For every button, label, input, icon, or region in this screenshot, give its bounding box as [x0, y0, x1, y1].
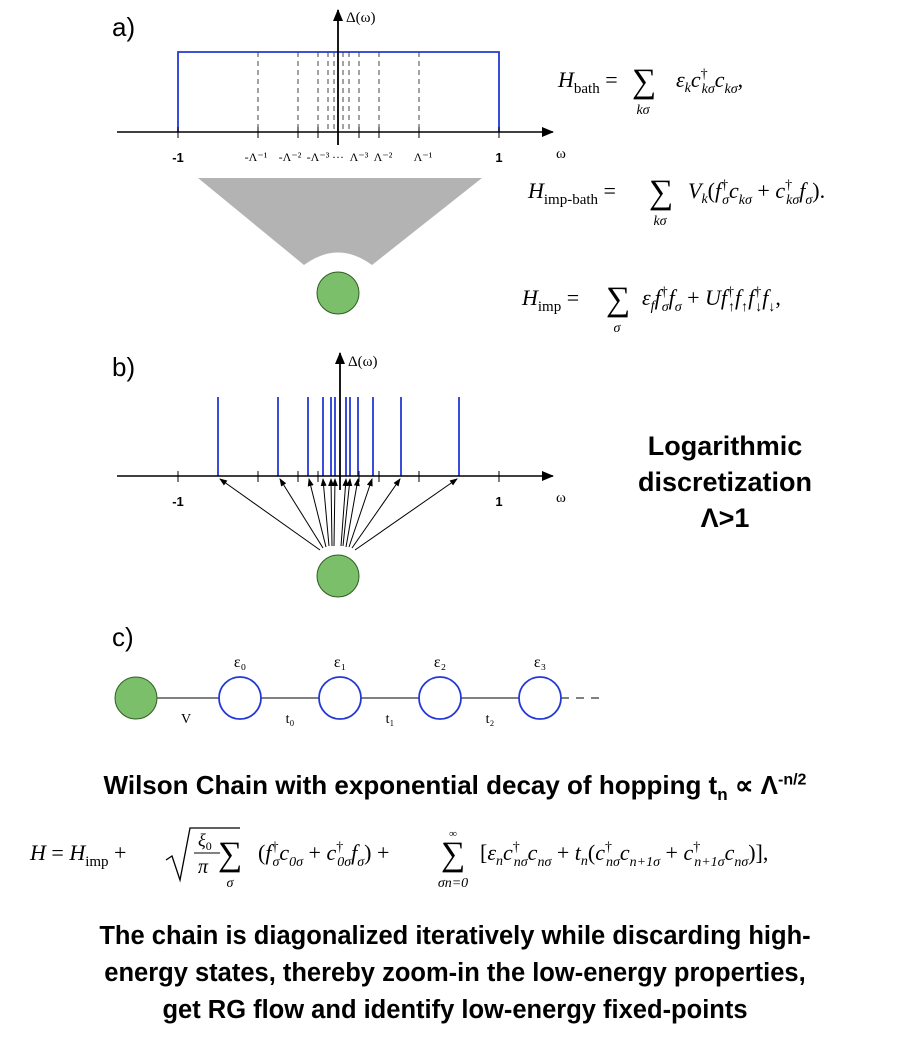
- panel-b-x-label: ω: [556, 490, 566, 506]
- panel-a: a) Δ(ω): [112, 9, 566, 315]
- chain-site-1: [318, 676, 362, 720]
- chain-site-2: [418, 676, 462, 720]
- panel-b: b) Δ(ω): [112, 352, 566, 598]
- svg-text:∑: ∑: [632, 63, 656, 100]
- svg-text:Himp-bath =: Himp-bath =: [527, 178, 616, 208]
- panel-b-tick-1: 1: [495, 494, 502, 509]
- wilson-exponent: -n/2: [777, 771, 807, 789]
- bond-label-v: V: [181, 712, 191, 727]
- panel-a-tick-labels: -1 -Λ⁻¹ -Λ⁻² -Λ⁻³ ··· Λ⁻³ Λ⁻² Λ⁻¹ 1: [172, 150, 502, 165]
- panel-a-y-label: Δ(ω): [346, 10, 376, 26]
- svg-text:∑: ∑: [606, 281, 630, 318]
- impurity-site-b: [316, 554, 360, 598]
- tick-label-minus-lambda-1: -Λ⁻¹: [245, 150, 268, 164]
- conclusion-text: The chain is diagonalized iteratively wh…: [0, 918, 910, 1029]
- eq-h-bath: Hbath = ∑ kσ εkc†kσckσ,: [557, 63, 743, 118]
- tick-label-minus-1: -1: [172, 150, 184, 165]
- svg-text:σ: σ: [614, 321, 622, 336]
- bond-label-t1: t₁: [386, 712, 395, 727]
- tick-label-lambda-1: Λ⁻¹: [414, 150, 433, 164]
- panel-b-y-label: Δ(ω): [348, 354, 378, 370]
- hamiltonian-equations: Hbath = ∑ kσ εkc†kσckσ, Himp-bath = ∑ kσ…: [521, 63, 825, 336]
- wilson-chain-caption: Wilson Chain with exponential decay of h…: [0, 770, 910, 805]
- svg-text:εkc†kσckσ,: εkc†kσckσ,: [676, 67, 743, 97]
- panel-b-label: b): [112, 352, 135, 382]
- site-label-2: ε₂: [434, 654, 446, 671]
- conclusion-line2: energy states, thereby zoom-in the low-e…: [104, 959, 806, 987]
- svg-text:ξ0: ξ0: [198, 830, 212, 853]
- tick-label-minus-lambda-3: -Λ⁻³: [307, 150, 330, 164]
- svg-text:Hbath =: Hbath =: [557, 67, 618, 97]
- wilson-text: Wilson Chain with exponential decay of h…: [103, 770, 718, 800]
- svg-text:[εnc†nσcnσ + tn(c†nσcn+1σ + c†: [εnc†nσcnσ + tn(c†nσcn+1σ + c†n+1σcnσ)],: [480, 840, 768, 870]
- panel-a-x-label: ω: [556, 146, 566, 162]
- tick-label-lambda-3: Λ⁻³: [350, 150, 369, 164]
- chain-site-3: [518, 676, 562, 720]
- wilson-subscript: n: [717, 785, 728, 805]
- svg-text:∞: ∞: [449, 828, 457, 840]
- svg-text:σ: σ: [227, 876, 235, 891]
- tick-label-minus-lambda-2: -Λ⁻²: [279, 150, 302, 164]
- panel-a-ticks: [177, 127, 500, 138]
- svg-text:kσ: kσ: [636, 103, 650, 118]
- log-discretization-line3: Λ>1: [700, 503, 750, 533]
- impurity-site-c: [114, 676, 158, 720]
- svg-text:Himp =: Himp =: [521, 285, 579, 315]
- site-label-3: ε₃: [534, 654, 546, 671]
- panel-b-tick-minus-1: -1: [172, 494, 184, 509]
- svg-text:∑: ∑: [441, 836, 465, 873]
- conclusion-line1: The chain is diagonalized iteratively wh…: [99, 922, 811, 950]
- svg-text:εff†σfσ + Uf†↑f↑f†↓f↓,: εff†σfσ + Uf†↑f↑f†↓f↓,: [642, 285, 781, 315]
- panel-c: c) ε₀ ε₁ ε₂ ε₃ V t₀ t₁ t₂: [112, 622, 605, 727]
- bond-labels: V t₀ t₁ t₂: [181, 712, 495, 727]
- eq-h-imp-bath: Himp-bath = ∑ kσ Vk(f†σckσ + c†kσfσ).: [527, 174, 825, 229]
- svg-text:π: π: [198, 856, 209, 878]
- svg-text:kσ: kσ: [653, 214, 667, 229]
- svg-text:(f†σc0σ + c†0σfσ) +: (f†σc0σ + c†0σfσ) +: [258, 840, 389, 870]
- tick-label-dots: ···: [332, 150, 344, 164]
- svg-text:∑: ∑: [649, 174, 673, 211]
- svg-text:Vk(f†σckσ + c†kσfσ).: Vk(f†σckσ + c†kσfσ).: [688, 178, 825, 208]
- svg-text:H = Himp +: H = Himp +: [29, 840, 126, 870]
- log-discretization-note: Logarithmic discretization Λ>1: [600, 428, 850, 536]
- discrete-spectrum: [217, 397, 460, 476]
- tick-label-lambda-2: Λ⁻²: [374, 150, 393, 164]
- panel-a-label: a): [112, 12, 135, 42]
- eq-h-imp: Himp = ∑ σ εff†σfσ + Uf†↑f↑f†↓f↓,: [521, 281, 781, 336]
- eq-h-chain: H = Himp + ξ0 π ∑ σ (f†σc0σ + c†0σfσ) + …: [29, 827, 768, 891]
- chain-site-0: [218, 676, 262, 720]
- panel-c-label: c): [112, 622, 134, 652]
- conclusion-line3: get RG flow and identify low-energy fixe…: [162, 996, 748, 1024]
- bond-label-t2: t₂: [486, 712, 495, 727]
- site-label-0: ε₀: [234, 654, 246, 671]
- bond-label-t0: t₀: [286, 712, 295, 727]
- coupling-arrows: [219, 478, 458, 551]
- discretization-dashed-lines: [257, 52, 420, 132]
- mapping-funnel: [198, 178, 482, 265]
- tick-label-1: 1: [495, 150, 502, 165]
- site-energy-labels: ε₀ ε₁ ε₂ ε₃: [234, 654, 546, 671]
- svg-text:∑: ∑: [218, 836, 242, 873]
- svg-text:σn=0: σn=0: [438, 876, 468, 891]
- impurity-site-a: [316, 271, 360, 315]
- site-label-1: ε₁: [334, 654, 346, 671]
- log-discretization-line2: discretization: [637, 467, 813, 497]
- wilson-relation: ∝ Λ: [727, 770, 778, 800]
- log-discretization-line1: Logarithmic: [647, 431, 803, 461]
